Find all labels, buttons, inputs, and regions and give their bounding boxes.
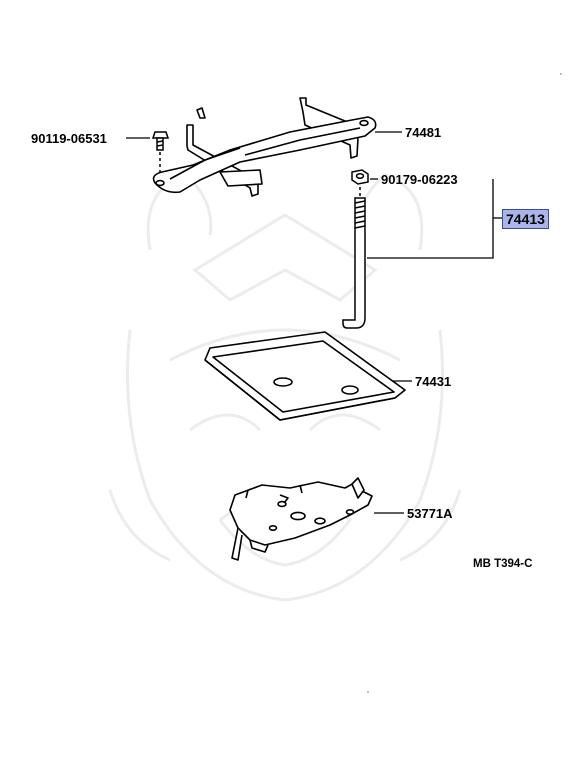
stray-dots: [367, 73, 562, 693]
battery-tray-74431: [204, 331, 406, 421]
part-label-90179-06223[interactable]: 90179-06223: [381, 172, 458, 187]
part-label-74481[interactable]: 74481: [405, 125, 442, 140]
bracket-53771A: [229, 477, 373, 561]
clamp-rod-74413: [342, 197, 366, 329]
part-label-90119-06531[interactable]: 90119-06531: [31, 131, 107, 146]
watermark-emblem: [108, 173, 462, 602]
figure-code: MB T394-C: [473, 558, 533, 570]
bolt-90119: [151, 131, 170, 176]
leader-lines: [126, 131, 502, 514]
nut-90179: [351, 169, 369, 196]
part-label-53771A[interactable]: 53771A: [407, 506, 453, 521]
part-label-74413-highlighted[interactable]: 74413: [502, 209, 549, 229]
part-label-74431[interactable]: 74431: [415, 374, 452, 389]
cross-bar-assembly: [152, 97, 377, 197]
